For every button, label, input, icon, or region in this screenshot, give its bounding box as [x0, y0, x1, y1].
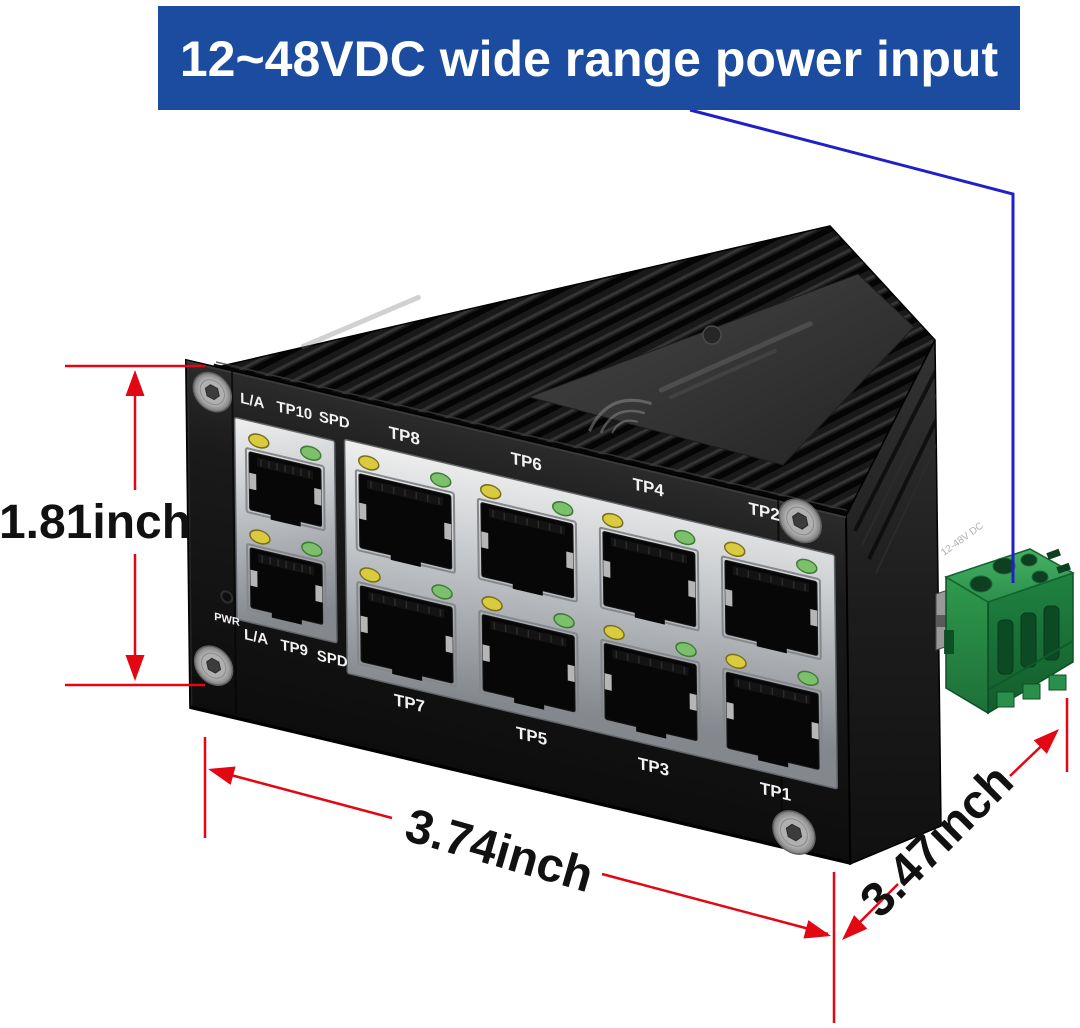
speed-led: [553, 613, 575, 629]
link-activity-led: [357, 455, 380, 471]
rj45-port: [478, 596, 580, 717]
link-activity-led: [249, 529, 271, 545]
terminal-tab: [996, 691, 1015, 708]
rj45-port: [246, 529, 327, 629]
arrowhead-icon: [803, 920, 831, 939]
power-led: [220, 590, 234, 604]
arrowhead-icon: [125, 655, 145, 681]
rj45-port: [244, 433, 326, 531]
speed-led: [551, 501, 574, 517]
hex-screw: [193, 645, 234, 686]
width-dimension-label: 3.74inch: [400, 799, 599, 903]
wire-slot: [1043, 605, 1060, 661]
port-plate-main: [343, 438, 839, 790]
side-marking: 12-48V DC: [939, 520, 985, 558]
rj45-port: [356, 567, 458, 688]
link-activity-led: [725, 653, 747, 670]
top-brushed-panel: [527, 273, 915, 466]
terminal-tab: [1022, 683, 1041, 700]
rj45-port: [598, 512, 700, 632]
speed-led: [797, 670, 819, 687]
hex-screw: [772, 810, 816, 855]
top-indent: [702, 325, 722, 345]
mounting-screws: [192, 371, 822, 855]
link-activity-led: [359, 567, 381, 583]
label-tp9: TP9: [280, 637, 308, 660]
banner-background: [158, 6, 1020, 110]
hex-screw: [778, 498, 822, 544]
rj45-port: [354, 455, 456, 574]
rj45-port: [720, 541, 822, 660]
speed-led: [300, 445, 322, 461]
switch-device: 12-48V DC: [184, 225, 1075, 866]
terminal-slot: [1056, 562, 1071, 574]
etched-logo-icon: [588, 321, 813, 434]
device-front-face: PWR L/A TP10 SPD L/A TP9 SPD TP8 TP6 TP4…: [184, 358, 852, 865]
hex-screw: [192, 371, 233, 413]
speed-led: [795, 558, 818, 575]
link-activity-led: [601, 512, 624, 529]
rj45-port: [722, 653, 824, 774]
label-la-bottom: L/A: [244, 626, 268, 648]
dimension-height: 1.81inch: [0, 364, 205, 687]
screw-terminal-hole: [969, 575, 993, 593]
arrowhead-icon: [208, 766, 236, 785]
screw-terminal-hole: [992, 557, 1016, 575]
speed-led: [675, 641, 697, 658]
link-activity-led: [603, 624, 625, 641]
link-activity-led: [481, 596, 503, 612]
din-bracket-notch: [936, 615, 946, 627]
arrowhead-icon: [842, 915, 868, 940]
arrowhead-icon: [1033, 729, 1059, 754]
etched-text-strip: [300, 294, 421, 349]
rj45-port: [600, 624, 702, 746]
speed-led: [431, 584, 453, 600]
height-dimension-label: 1.81inch: [0, 496, 191, 549]
link-activity-led: [248, 433, 270, 449]
power-terminal-block: [944, 548, 1075, 715]
callout-line: [689, 108, 1015, 583]
link-activity-led: [479, 484, 502, 500]
screw-terminal-hole: [1020, 553, 1038, 567]
wire-slot: [1020, 612, 1037, 668]
speed-led: [429, 472, 452, 488]
terminal-slot: [1046, 548, 1061, 560]
callout-banner: 12~48VDC wide range power input: [158, 6, 1020, 110]
terminal-step: [944, 630, 954, 654]
speed-led: [301, 541, 323, 557]
terminal-tab: [1048, 674, 1067, 691]
label-la-top: L/A: [240, 390, 264, 412]
speed-led: [673, 529, 696, 546]
link-activity-led: [723, 541, 746, 558]
rj45-port: [476, 484, 578, 603]
screw-terminal-hole: [1031, 570, 1049, 584]
arrowhead-icon: [125, 370, 145, 396]
rj45-ports: [244, 433, 824, 774]
wire-slot: [997, 619, 1014, 675]
banner-text: 12~48VDC wide range power input: [180, 31, 999, 87]
